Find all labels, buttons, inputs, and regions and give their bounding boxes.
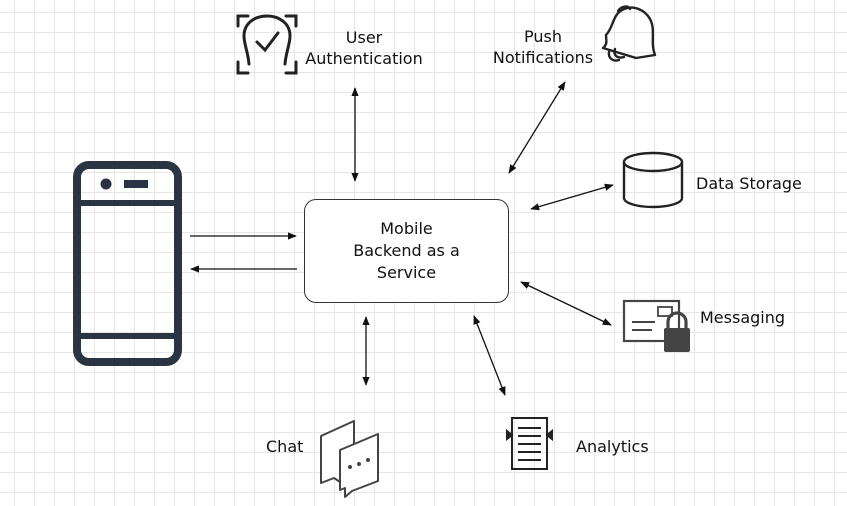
- bell-icon: [601, 5, 657, 62]
- connector-storage: [530, 183, 614, 211]
- analytics-label: Analytics: [576, 437, 649, 456]
- push-notifications-line-2: Notifications: [492, 48, 594, 67]
- smartphone-icon: [73, 161, 182, 366]
- user-authentication-line-2: Authentication: [305, 49, 423, 68]
- data-storage-label: Data Storage: [696, 174, 802, 193]
- backend-label-line-2: Backend as a: [353, 241, 460, 260]
- push-notifications-label: Push Notifications: [484, 26, 602, 68]
- database-cylinder-icon: [622, 151, 684, 209]
- face-id-check-icon: [236, 14, 298, 75]
- connector-messaging: [520, 281, 612, 326]
- backend-service-box: Mobile Backend as a Service: [304, 199, 509, 303]
- connectors: [351, 81, 614, 396]
- backend-label-line-1: Mobile: [380, 219, 433, 238]
- chat-bubbles-icon: [320, 420, 379, 498]
- connector-analytics: [473, 315, 506, 396]
- messaging-label: Messaging: [700, 308, 786, 327]
- user-authentication-line-1: User: [345, 28, 383, 47]
- report-document-icon: [506, 417, 553, 470]
- backend-label-line-3: Service: [376, 263, 437, 282]
- connector-push: [508, 81, 566, 174]
- user-authentication-label: User Authentication: [299, 27, 429, 69]
- backend-service-label: Mobile Backend as a Service: [353, 218, 460, 284]
- envelope-lock-icon: [622, 299, 690, 352]
- phone-backend-arrows: [190, 232, 297, 273]
- chat-label: Chat: [266, 437, 304, 456]
- push-notifications-line-1: Push: [524, 27, 562, 46]
